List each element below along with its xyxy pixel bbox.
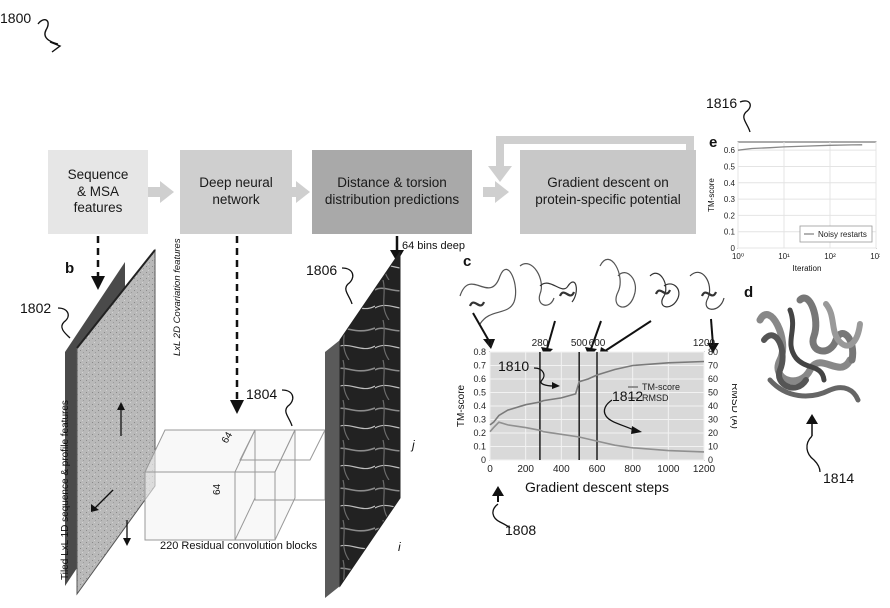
loop-arrow [488, 136, 694, 182]
chart-e-ytick: 0 [731, 244, 736, 253]
ref-1806-leader [341, 267, 354, 305]
chart-c-legend-entry: RMSD [642, 393, 669, 403]
chart-c-y2tick: 10 [708, 442, 718, 452]
ref-1802: 1802 [20, 300, 52, 316]
chart-c-xtick: 1000 [657, 464, 680, 475]
chart-e-xtick: 10³ [870, 252, 880, 261]
protein-snapshots [459, 258, 725, 325]
chart-e-ytick: 0.1 [724, 228, 736, 237]
chart-c-series-tm-score [489, 360, 705, 426]
chart-c-y2tick: 30 [708, 415, 718, 425]
step-distance-torsion: Distance & torsion distribution predicti… [312, 150, 472, 234]
step-deep-neural-network: Deep neural network [180, 150, 292, 234]
chart-e-ylabel: TM-score [707, 178, 716, 212]
chart-c-y2label: RMSD (Å) [729, 383, 737, 429]
chart-e-xlabel: Iteration [793, 264, 822, 273]
dim-64-b: 64 [212, 483, 223, 495]
panel-label-d: d [744, 284, 754, 301]
chart-e-ytick: 0.2 [724, 211, 736, 220]
covariation-label: LxL 2D Covariation features [172, 238, 183, 356]
chart-c-series-rmsd [489, 421, 705, 453]
chart-c-legend-entry: TM-score [642, 382, 680, 392]
chart-e-xtick: 10² [824, 252, 836, 261]
panel-label-e: e [709, 134, 718, 151]
chart-c-xtick: 400 [553, 464, 570, 475]
chart-c-xtick: 200 [517, 464, 534, 475]
chart-c-y2tick: 20 [708, 428, 718, 438]
chart-c-ytick: 0.6 [473, 374, 486, 384]
chart-c-ytick: 0 [481, 455, 486, 465]
ref-1806: 1806 [306, 262, 338, 278]
dashed-arrow-1 [91, 236, 105, 290]
chart-c-top-tick: 500 [571, 338, 588, 349]
chart-c-ytick: 0.7 [473, 361, 486, 371]
ref-1808: 1808 [505, 522, 537, 538]
protein-structure-d [756, 294, 863, 403]
chart-c-y2tick: 60 [708, 374, 718, 384]
figure-ref-arrow [37, 19, 62, 53]
ref-1802-leader [57, 307, 71, 339]
chart-e-legend-entry: Noisy restarts [818, 230, 867, 239]
ref-1808-leader [492, 486, 511, 528]
chart-c-xtick: 800 [624, 464, 641, 475]
step-sequence-msa: Sequence & MSA features [48, 150, 148, 234]
ref-1814-leader [806, 414, 821, 472]
chart-e-ytick: 0.4 [724, 179, 736, 188]
chart-c-ytick: 0.5 [473, 388, 486, 398]
network-diagram [65, 248, 401, 598]
figure-ref-label: 1800 [0, 10, 32, 26]
chart-c-xlabel: Gradient descent steps [525, 479, 669, 495]
bins-deep-label: 64 bins deep [402, 240, 465, 252]
chart-c-xtick: 600 [589, 464, 606, 475]
ref-1810: 1810 [498, 358, 530, 374]
chart-c-ytick: 0.4 [473, 401, 486, 411]
chart-e-legend-box [799, 225, 873, 243]
ref-1804-leader [281, 389, 294, 427]
chart-c-y2tick: 50 [708, 388, 718, 398]
tiled-features-label: Tiled LxL 1D sequence & profile features [60, 400, 71, 580]
panel-label-b: b [65, 260, 75, 277]
chart-c-top-tick: 1200 [693, 338, 716, 349]
dashed-arrow-2 [230, 236, 244, 414]
axis-i-label: i [398, 540, 401, 554]
chart-c-y2tick: 80 [708, 347, 718, 357]
ref-1812-leader [603, 399, 642, 434]
ref-1816-leader [739, 100, 751, 133]
ref-1804: 1804 [246, 386, 278, 402]
step-gradient-descent: Gradient descent on protein-specific pot… [520, 150, 696, 234]
panel-label-c: c [463, 253, 472, 270]
chart-c-xtick: 1200 [693, 464, 716, 475]
chart-c-ytick: 0.8 [473, 347, 486, 357]
ref-1814: 1814 [823, 470, 855, 486]
chart-c-ylabel: TM-score [456, 384, 467, 427]
chart-c-top-tick: 280 [532, 338, 549, 349]
axis-j-label: j [412, 438, 415, 452]
residual-blocks-label: 220 Residual convolution blocks [160, 540, 318, 552]
flow-arrow-1 [148, 181, 174, 203]
chart-c-y2tick: 70 [708, 361, 718, 371]
chart-c-ytick: 0.2 [473, 428, 486, 438]
chart-e-series-noisy-restarts [737, 144, 863, 151]
ref-1812: 1812 [612, 388, 644, 404]
ref-1816: 1816 [706, 95, 738, 111]
chart-e-ytick: 0.6 [724, 146, 736, 155]
ref-1810-leader [533, 367, 560, 389]
chart-e-xtick: 10⁰ [732, 252, 744, 261]
flow-arrow-3 [483, 181, 509, 203]
chart-c-y2tick: 40 [708, 401, 718, 411]
chart-c-y2tick: 0 [708, 455, 713, 465]
chart-e-xtick: 10¹ [778, 252, 790, 261]
chart-c-ytick: 0.1 [473, 442, 486, 452]
chart-e-ytick: 0.3 [724, 195, 736, 204]
chart-c-xtick: 0 [487, 464, 493, 475]
chart-c-ytick: 0.3 [473, 415, 486, 425]
flow-arrow-2 [284, 181, 310, 203]
chart-c-top-tick: 600 [589, 338, 606, 349]
chart-c-top-tick: 0 [487, 338, 493, 349]
chart-e-ytick: 0.5 [724, 162, 736, 171]
